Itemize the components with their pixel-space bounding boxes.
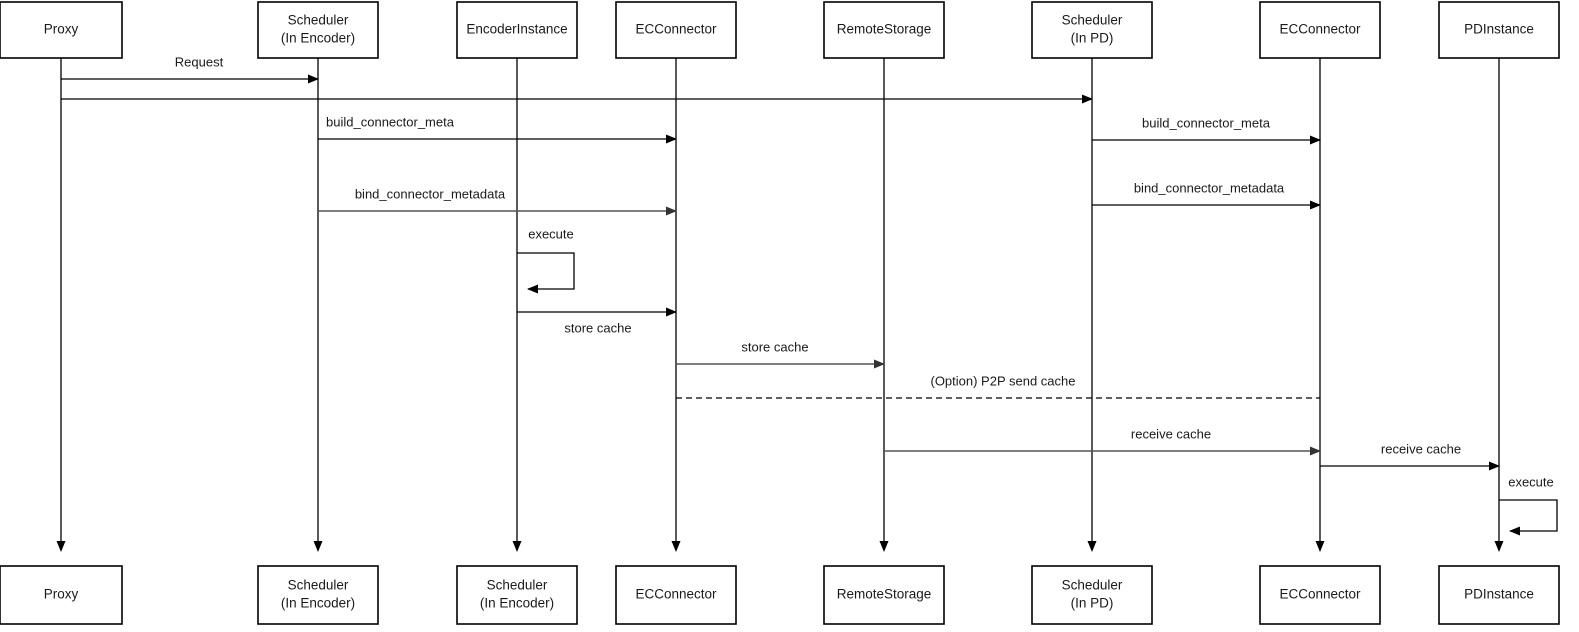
self-call-label-s2: execute [1508,474,1554,489]
participant-bottom-scheduler_pd_b[interactable]: Scheduler (In PD) [1031,565,1153,625]
participant-bottom-label-scheduler_pd_b-line2: (In PD) [1071,596,1114,611]
message-m11[interactable]: receive cache [1320,441,1500,471]
participant-bottom-box-scheduler_enc_b2 [456,565,578,625]
participant-bottom-box-ecconnector_2_b [1259,565,1381,625]
participant-top-encoder_inst[interactable]: EncoderInstance [456,1,578,59]
message-label-m8: store cache [741,339,808,354]
participant-top-label-scheduler_pd-line2: (In PD) [1071,31,1114,46]
participant-bottom-label-scheduler_enc_b-line2: (In Encoder) [281,596,355,611]
participant-bottom-ecconnector_2_b[interactable]: ECConnector [1259,565,1381,625]
participant-top-box-encoder_inst [456,1,578,59]
message-label-m6: bind_connector_metadata [1134,180,1285,195]
participant-bottom-remotestorage_b[interactable]: RemoteStorage [823,565,945,625]
participant-top-pdinstance[interactable]: PDInstance [1438,1,1560,59]
message-label-m11: receive cache [1381,441,1461,456]
participant-bottom-box-remotestorage_b [823,565,945,625]
participant-bottom-label-remotestorage_b: RemoteStorage [837,587,932,602]
participant-top-box-scheduler_pd [1031,1,1153,59]
participant-bottom-label-ecconnector_2_b: ECConnector [1279,587,1361,602]
top-participants-layer: Proxy Scheduler (In Encoder) EncoderInstanc… [0,1,1560,59]
self-call-s2[interactable]: execute [1499,474,1558,536]
participant-top-label-remotestorage: RemoteStorage [837,22,932,37]
message-m9[interactable]: (Option) P2P send cache [676,373,1320,399]
participant-top-label-proxy: Proxy [44,22,79,37]
participant-top-remotestorage[interactable]: RemoteStorage [823,1,945,59]
message-label-m10: receive cache [1131,426,1211,441]
participant-top-box-remotestorage [823,1,945,59]
self-call-path-s2 [1499,499,1558,536]
participant-bottom-pdinstance_b[interactable]: PDInstance [1438,565,1560,625]
participant-top-box-scheduler_enc [257,1,379,59]
participant-top-label-pdinstance: PDInstance [1464,22,1534,37]
participant-top-ecconnector_1[interactable]: ECConnector [615,1,737,59]
participant-top-box-pdinstance [1438,1,1560,59]
message-m4[interactable]: build_connector_meta [1092,115,1321,145]
participant-bottom-label-pdinstance_b: PDInstance [1464,587,1534,602]
participant-bottom-box-scheduler_enc_b [257,565,379,625]
message-label-m5: bind_connector_metadata [355,186,506,201]
message-m3[interactable]: build_connector_meta [318,114,677,144]
participant-bottom-label-ecconnector_1_b: ECConnector [635,587,717,602]
message-m7[interactable]: store cache [517,307,677,335]
messages-layer: Request build_connector_meta build_connect… [61,54,1500,471]
participant-top-label-ecconnector_2: ECConnector [1279,22,1361,37]
message-m10[interactable]: receive cache [884,426,1321,456]
participant-top-label-scheduler_enc-line1: Scheduler [288,13,349,28]
participant-top-box-proxy [0,1,123,59]
participant-bottom-label-scheduler_enc_b2-line1: Scheduler [487,578,548,593]
participant-top-scheduler_enc[interactable]: Scheduler (In Encoder) [257,1,379,59]
message-m5[interactable]: bind_connector_metadata [318,186,677,216]
participant-bottom-proxy_b[interactable]: Proxy [0,565,123,625]
participant-top-box-ecconnector_2 [1259,1,1381,59]
participant-bottom-box-pdinstance_b [1438,565,1560,625]
participant-bottom-label-scheduler_pd_b-line1: Scheduler [1062,578,1123,593]
participant-bottom-box-ecconnector_1_b [615,565,737,625]
message-m1[interactable]: Request [61,54,319,84]
message-m8[interactable]: store cache [676,339,885,369]
self-calls-layer: execute execute [517,226,1558,536]
lifelines-layer [56,58,1504,552]
message-m6[interactable]: bind_connector_metadata [1092,180,1321,210]
participant-top-label-scheduler_pd-line1: Scheduler [1062,13,1123,28]
participant-bottom-box-scheduler_pd_b [1031,565,1153,625]
message-label-m3: build_connector_meta [326,114,455,129]
participant-top-scheduler_pd[interactable]: Scheduler (In PD) [1031,1,1153,59]
self-call-path-s1 [517,252,575,294]
message-label-m1: Request [175,54,224,69]
participant-bottom-label-proxy_b: Proxy [44,587,79,602]
self-call-s1[interactable]: execute [517,226,575,294]
participant-bottom-label-scheduler_enc_b-line1: Scheduler [288,578,349,593]
participant-bottom-ecconnector_1_b[interactable]: ECConnector [615,565,737,625]
participant-top-proxy[interactable]: Proxy [0,1,123,59]
participant-top-label-scheduler_enc-line2: (In Encoder) [281,31,355,46]
participant-bottom-label-scheduler_enc_b2-line2: (In Encoder) [480,596,554,611]
message-label-m7: store cache [564,320,631,335]
participant-bottom-scheduler_enc_b[interactable]: Scheduler (In Encoder) [257,565,379,625]
message-label-m4: build_connector_meta [1142,115,1271,130]
participant-bottom-scheduler_enc_b2[interactable]: Scheduler (In Encoder) [456,565,578,625]
message-label-m9: (Option) P2P send cache [930,373,1075,388]
participant-top-ecconnector_2[interactable]: ECConnector [1259,1,1381,59]
self-call-label-s1: execute [528,226,574,241]
bottom-participants-layer: Proxy Scheduler (In Encoder) Scheduler (In E… [0,565,1560,625]
participant-top-label-encoder_inst: EncoderInstance [466,22,567,37]
participant-bottom-box-proxy_b [0,565,123,625]
participant-top-box-ecconnector_1 [615,1,737,59]
participant-top-label-ecconnector_1: ECConnector [635,22,717,37]
